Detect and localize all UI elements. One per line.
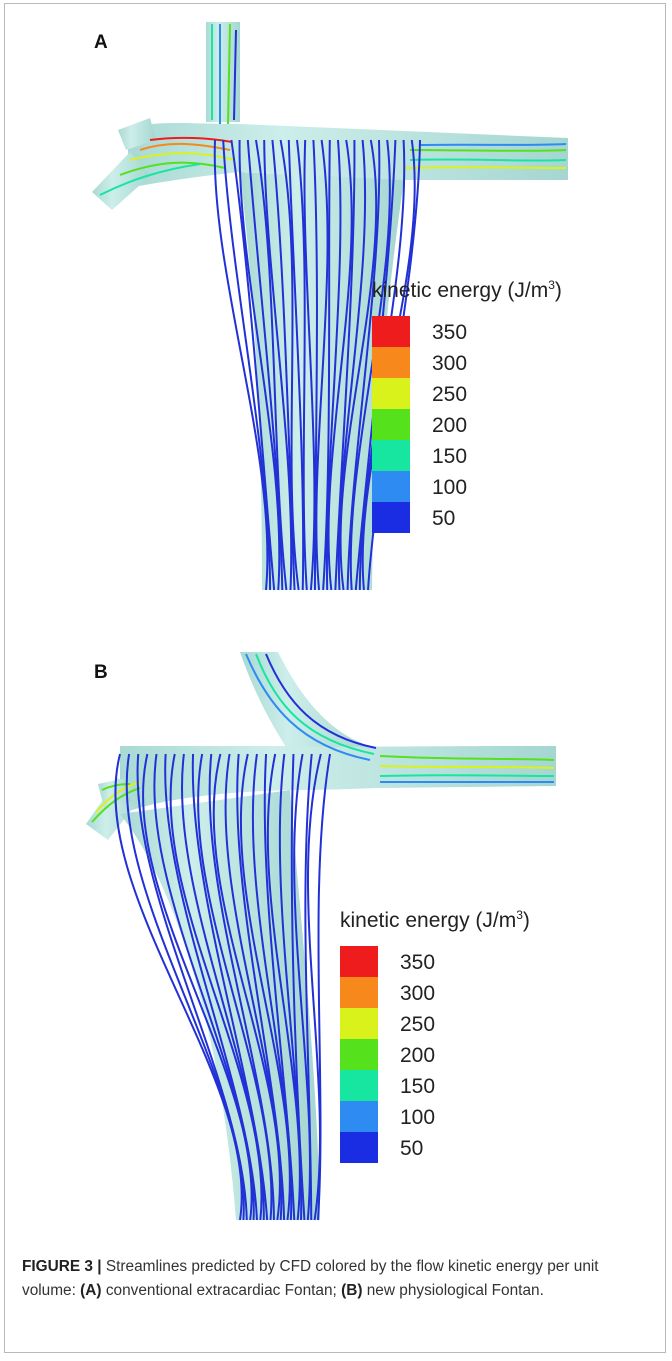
legend-label-100: 100 [400, 1106, 436, 1129]
legend-label-250: 250 [432, 383, 468, 406]
streamline [325, 139, 342, 591]
streamline [246, 139, 284, 591]
streamlines-a-blue [213, 139, 421, 591]
panel-a-legend: kinetic energy (J/m3) 350 300 250 200 150 100… [372, 278, 612, 538]
panel-b-label: B [94, 662, 108, 683]
legend-label-100: 100 [432, 476, 468, 499]
streamline [271, 139, 296, 591]
figure-frame [4, 3, 666, 1353]
streamline [279, 139, 300, 591]
streamline [263, 139, 293, 591]
legend-swatch-50 [340, 1132, 378, 1163]
streamline [238, 139, 281, 591]
legend-label-200: 200 [432, 414, 468, 437]
streamline [164, 753, 258, 1221]
streamline [287, 139, 305, 591]
streamline [334, 139, 356, 591]
legend-swatch-250 [340, 1008, 378, 1039]
legend-swatch-350 [340, 946, 378, 977]
caption-label-b: (B) [341, 1282, 363, 1299]
caption-label-a: (A) [80, 1282, 102, 1299]
streamline [304, 753, 313, 1221]
panel-a-streamline-image [92, 22, 568, 591]
legend-swatch-250 [372, 378, 410, 409]
legend-swatch-200 [340, 1039, 378, 1070]
panel-b-legend-title: kinetic energy (J/m3) [340, 908, 530, 932]
streamline [296, 139, 308, 591]
caption-text-2: conventional extracardiac Fontan; [101, 1282, 342, 1299]
panel-b-legend: kinetic energy (J/m3) 350 300 250 200 150 100… [340, 908, 580, 1168]
streamline [317, 753, 331, 1221]
legend-label-150: 150 [400, 1075, 436, 1098]
caption-text-3: new physiological Fontan. [362, 1282, 544, 1299]
streamline [236, 753, 286, 1221]
streamline [136, 753, 248, 1221]
legend-label-150: 150 [432, 445, 468, 468]
streamline [255, 139, 288, 591]
streamline [339, 139, 378, 591]
streamline [191, 753, 269, 1221]
legend-label-300: 300 [432, 352, 468, 375]
legend-swatch-100 [340, 1101, 378, 1132]
legend-label-50: 50 [400, 1137, 424, 1160]
streamline [312, 139, 318, 591]
legend-label-350: 350 [400, 951, 436, 974]
legend-swatch-50 [372, 502, 410, 533]
legend-label-300: 300 [400, 982, 436, 1005]
streamlines-a [99, 23, 567, 196]
legend-label-350: 350 [432, 321, 468, 344]
panel-a-legend-title: kinetic energy (J/m3) [372, 278, 562, 302]
streamline [290, 753, 306, 1221]
panel-b-streamline-image [86, 652, 556, 1221]
legend-swatch-350 [372, 316, 410, 347]
caption-text-1: Streamlines predicted by CFD colored by … [22, 1258, 599, 1299]
streamline [315, 139, 329, 591]
streamline [208, 753, 275, 1221]
legend-swatch-300 [372, 347, 410, 378]
legend-label-250: 250 [400, 1013, 436, 1036]
legend-swatch-150 [340, 1070, 378, 1101]
legend-swatch-200 [372, 409, 410, 440]
legend-label-50: 50 [432, 507, 456, 530]
streamline [337, 139, 367, 591]
streamlines-b-blue [114, 753, 331, 1221]
streamline [263, 753, 296, 1221]
streamline [322, 139, 331, 591]
streamline [303, 139, 316, 591]
legend-swatch-100 [372, 471, 410, 502]
streamline [327, 139, 353, 591]
panel-a-label: A [94, 32, 108, 53]
legend-swatch-150 [372, 440, 410, 471]
legend-swatch-300 [340, 977, 378, 1008]
streamline [213, 139, 269, 591]
figure-caption: FIGURE 3 | Streamlines predicted by CFD … [22, 1255, 652, 1303]
streamline [346, 139, 381, 591]
legend-label-200: 200 [400, 1044, 436, 1067]
streamline [222, 139, 272, 591]
streamline [230, 139, 276, 591]
caption-figure-label: FIGURE 3 | [22, 1258, 102, 1275]
